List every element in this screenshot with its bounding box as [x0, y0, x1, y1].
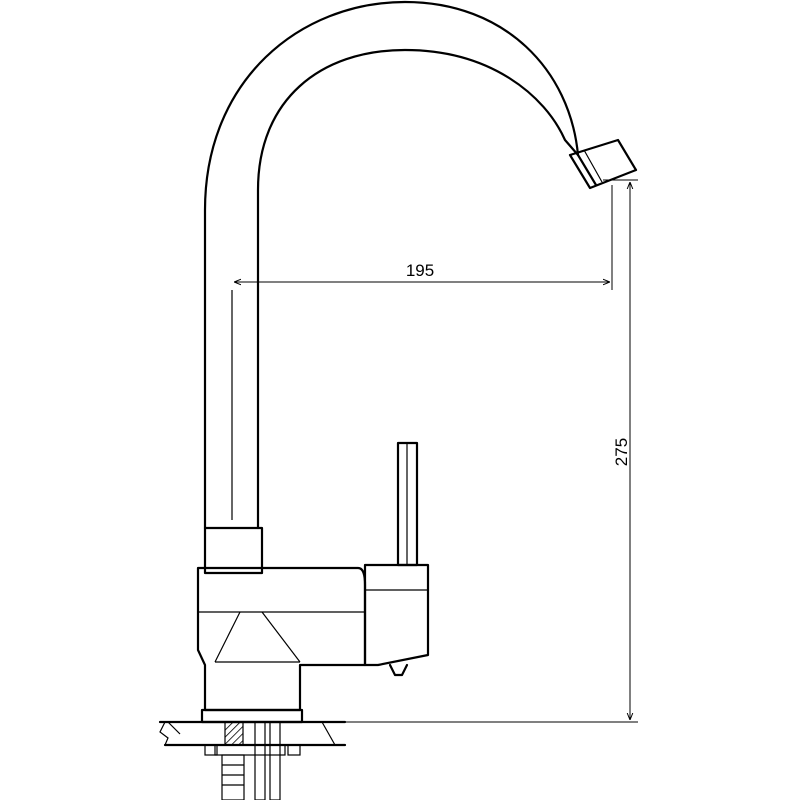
base-flange	[200, 708, 304, 724]
aerator-ring-line	[583, 149, 603, 183]
lever-handle	[363, 441, 430, 677]
faucet-body	[196, 566, 367, 712]
countertop	[158, 720, 347, 747]
dimension-reach: 195	[234, 185, 613, 290]
supply-hose-2	[269, 721, 281, 800]
body-taper-right	[261, 611, 301, 663]
spout-collar	[203, 526, 264, 575]
nut-left	[204, 744, 218, 756]
counter-hatch-2	[321, 721, 336, 746]
cartridge-cap	[363, 563, 430, 667]
mounting-hardware	[204, 721, 301, 800]
counter-section-hatch	[224, 721, 244, 746]
body-upper-block	[196, 566, 367, 712]
cap-screw	[388, 663, 409, 677]
reach-dimension-label: 195	[406, 261, 434, 280]
spout-outer-edge	[203, 0, 598, 530]
spout	[203, 0, 638, 530]
body-taper-left	[214, 611, 241, 663]
counter-hatch-1	[167, 721, 181, 735]
threaded-stud	[221, 754, 245, 800]
spout-aerator	[568, 138, 638, 190]
height-dimension-label: 275	[612, 438, 631, 466]
counter-break-line	[159, 721, 169, 746]
spout-inner-edge	[256, 48, 580, 530]
supply-hose-1	[254, 721, 266, 800]
nut-right	[287, 744, 301, 756]
mounting-washer	[214, 744, 286, 756]
dimension-height: 275	[345, 179, 638, 723]
